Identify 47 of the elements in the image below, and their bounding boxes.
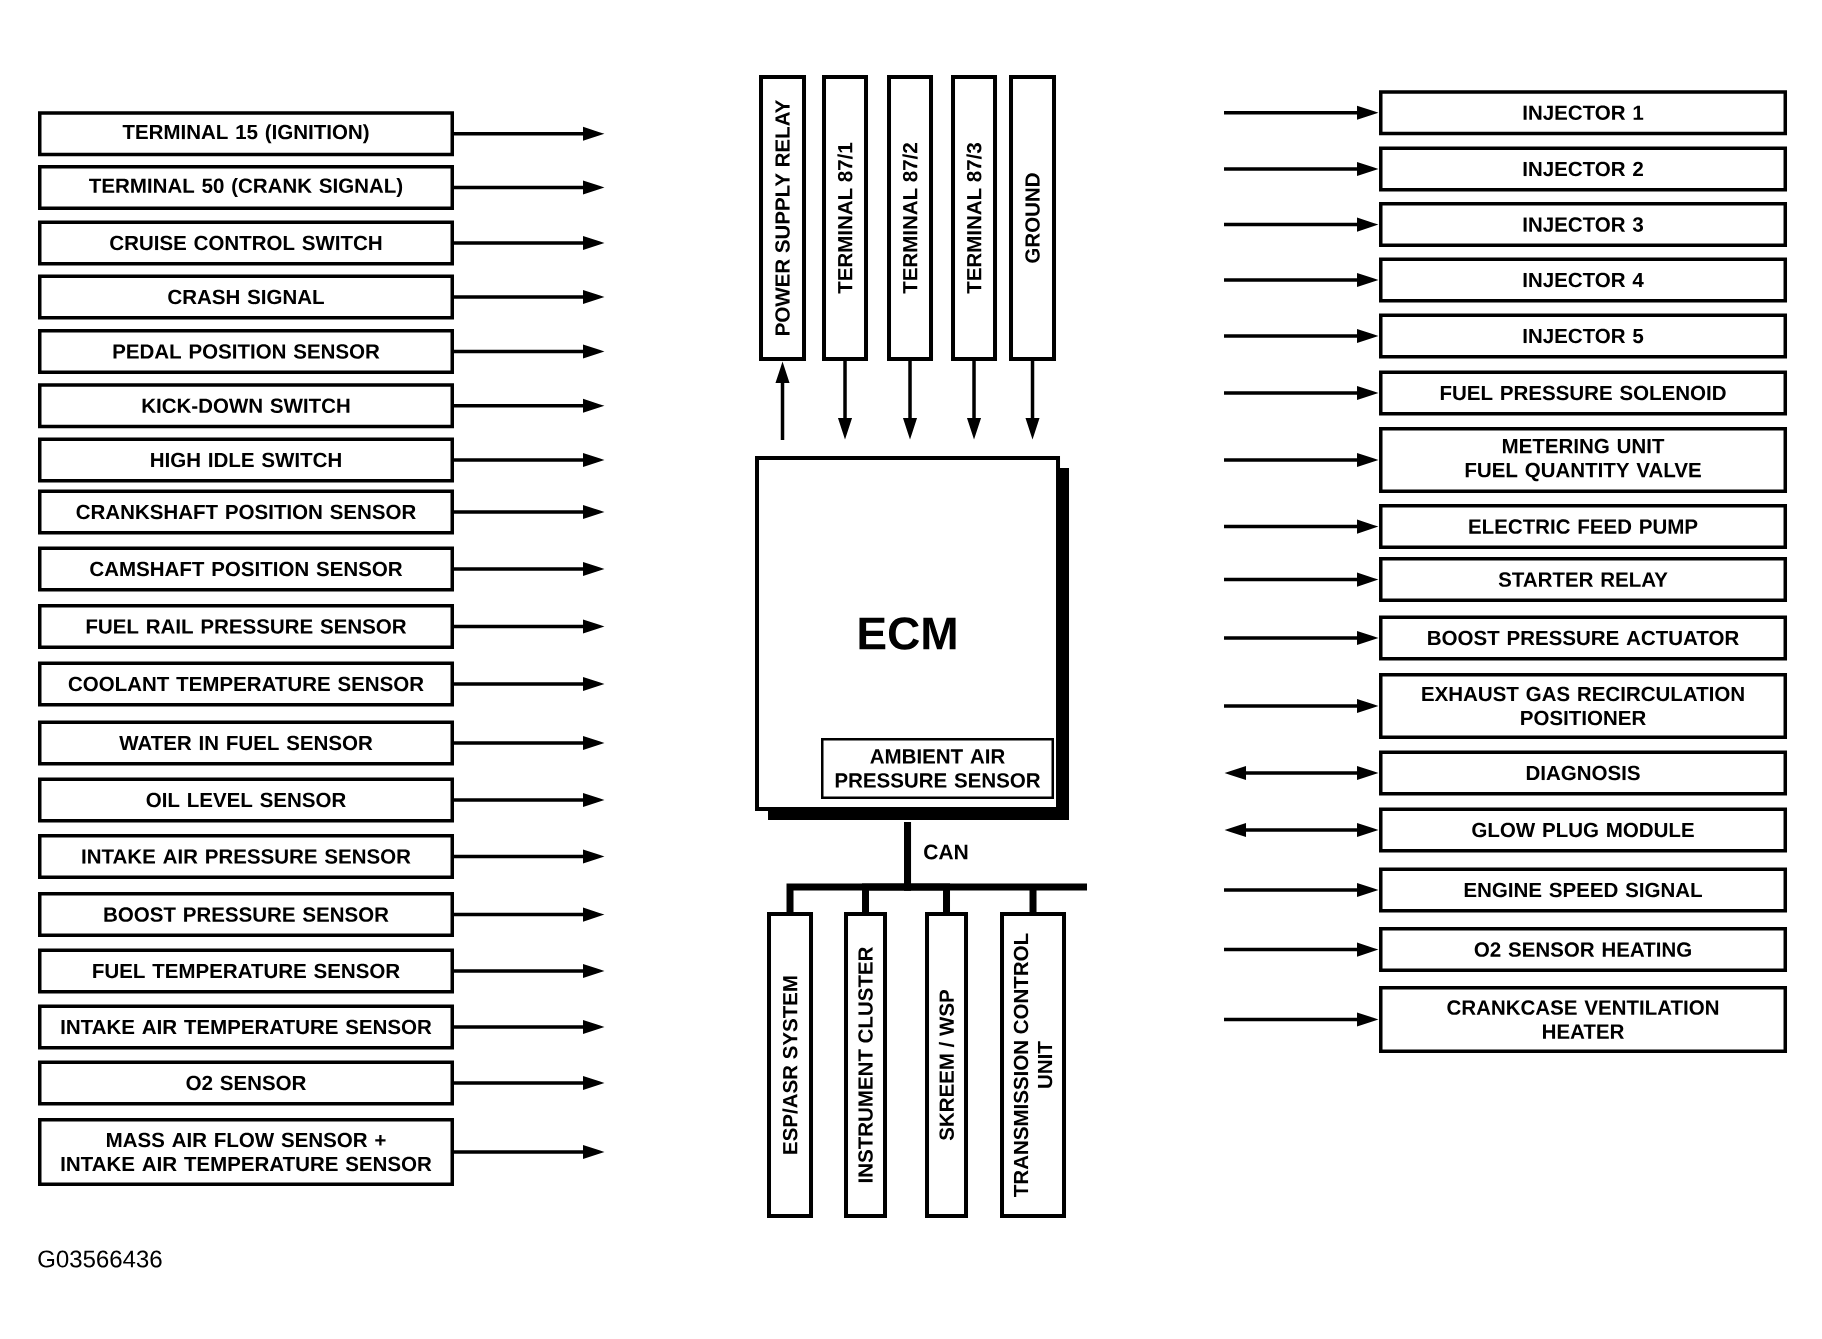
input-box: INTAKE AIR PRESSURE SENSOR bbox=[38, 834, 454, 879]
module-box: ESP/ASR SYSTEM bbox=[767, 912, 813, 1218]
input-box: BOOST PRESSURE SENSOR bbox=[38, 892, 454, 938]
input-box: KICK-DOWN SWITCH bbox=[38, 383, 454, 429]
terminal-box: TERMINAL 87/1 bbox=[822, 75, 868, 361]
sensor-box: AMBIENT AIR PRESSURE SENSOR bbox=[821, 738, 1054, 799]
input-box: WATER IN FUEL SENSOR bbox=[38, 720, 454, 766]
output-box: EXHAUST GAS RECIRCULATION POSITIONER bbox=[1379, 673, 1787, 739]
output-box: INJECTOR 4 bbox=[1379, 257, 1787, 303]
input-box: OIL LEVEL SENSOR bbox=[38, 777, 454, 823]
output-box: INJECTOR 2 bbox=[1379, 146, 1787, 192]
input-box: FUEL RAIL PRESSURE SENSOR bbox=[38, 604, 454, 649]
module-box: TRANSMISSION CONTROL UNIT bbox=[1000, 912, 1066, 1218]
output-box: INJECTOR 5 bbox=[1379, 313, 1787, 359]
input-box: MASS AIR FLOW SENSOR + INTAKE AIR TEMPERATURE SENSOR bbox=[38, 1118, 454, 1186]
terminal-box: TERMINAL 87/2 bbox=[887, 75, 933, 361]
output-box: FUEL PRESSURE SOLENOID bbox=[1379, 370, 1787, 416]
input-box: FUEL TEMPERATURE SENSOR bbox=[38, 948, 454, 994]
output-box: METERING UNIT FUEL QUANTITY VALVE bbox=[1379, 427, 1787, 493]
input-box: CRASH SIGNAL bbox=[38, 274, 454, 320]
input-box: CAMSHAFT POSITION SENSOR bbox=[38, 546, 454, 592]
input-box: PEDAL POSITION SENSOR bbox=[38, 329, 454, 374]
output-box: ENGINE SPEED SIGNAL bbox=[1379, 867, 1787, 913]
output-box: BOOST PRESSURE ACTUATOR bbox=[1379, 615, 1787, 661]
figure-code: G03566436 bbox=[38, 1250, 162, 1268]
output-box: ELECTRIC FEED PUMP bbox=[1379, 504, 1787, 550]
output-box: STARTER RELAY bbox=[1379, 557, 1787, 603]
module-box: SKREEM / WSP bbox=[925, 912, 968, 1218]
output-box: CRANKCASE VENTILATION HEATER bbox=[1379, 986, 1787, 1053]
input-box: CRANKSHAFT POSITION SENSOR bbox=[38, 489, 454, 535]
input-box: TERMINAL 50 (CRANK SIGNAL) bbox=[38, 165, 454, 210]
input-box: CRUISE CONTROL SWITCH bbox=[38, 220, 454, 266]
terminal-box: POWER SUPPLY RELAY bbox=[759, 75, 806, 361]
module-box: INSTRUMENT CLUSTER bbox=[844, 912, 887, 1218]
output-box: O2 SENSOR HEATING bbox=[1379, 927, 1787, 973]
terminal-box: TERMINAL 87/3 bbox=[951, 75, 997, 361]
bus-label: CAN bbox=[924, 844, 968, 860]
input-box: COOLANT TEMPERATURE SENSOR bbox=[38, 661, 454, 707]
output-box: INJECTOR 1 bbox=[1379, 90, 1787, 136]
output-box: GLOW PLUG MODULE bbox=[1379, 807, 1787, 853]
input-box: TERMINAL 15 (IGNITION) bbox=[38, 111, 454, 157]
terminal-box: GROUND bbox=[1009, 75, 1056, 361]
input-box: INTAKE AIR TEMPERATURE SENSOR bbox=[38, 1004, 454, 1050]
output-box: DIAGNOSIS bbox=[1379, 750, 1787, 796]
input-box: HIGH IDLE SWITCH bbox=[38, 437, 454, 483]
output-box: INJECTOR 3 bbox=[1379, 202, 1787, 248]
input-box: O2 SENSOR bbox=[38, 1060, 454, 1106]
